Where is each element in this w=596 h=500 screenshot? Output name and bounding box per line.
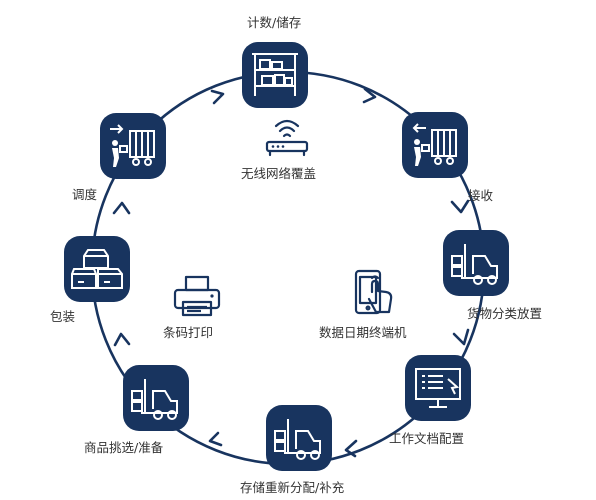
step-restock — [266, 405, 332, 471]
step-packing — [64, 236, 130, 302]
step-label-restock: 存储重新分配/补充 — [240, 480, 345, 495]
handheld-terminal-icon — [354, 269, 393, 315]
terminal-label: 数据日期终端机 — [319, 325, 407, 340]
truck-unloading-icon — [412, 123, 457, 166]
step-work-document — [405, 355, 471, 421]
step-label-sorting-placement: 货物分类放置 — [467, 306, 543, 321]
step-label-work-document: 工作文档配置 — [389, 431, 465, 446]
printer-label: 条码打印 — [163, 325, 214, 340]
printer-icon — [173, 275, 221, 317]
step-picking — [123, 365, 189, 431]
stacked-boxes-icon — [71, 249, 123, 289]
step-sorting-placement — [443, 230, 509, 296]
step-receiving — [402, 112, 468, 178]
flow-arrowhead — [344, 439, 358, 458]
forklift-icon — [274, 419, 321, 460]
flow-arrowhead — [113, 332, 131, 347]
flow-arrowhead — [452, 328, 470, 346]
warehouse-shelving-icon — [252, 53, 298, 96]
step-label-packing: 包装 — [50, 309, 76, 324]
step-counting-storage — [242, 42, 308, 108]
monitor-document-icon — [415, 368, 461, 408]
forklift-icon — [131, 379, 178, 420]
flow-arrowhead — [450, 199, 470, 214]
step-label-counting-storage: 计数/储存 — [247, 15, 302, 30]
flow-arrowhead — [208, 431, 223, 447]
step-label-dispatch: 调度 — [72, 187, 98, 202]
step-label-receiving: 接收 — [468, 188, 494, 203]
step-dispatch — [100, 113, 166, 179]
flow-arrowhead — [362, 87, 377, 104]
wifi-label: 无线网络覆盖 — [241, 166, 317, 181]
forklift-icon — [451, 244, 498, 285]
wifi-router-icon — [265, 119, 309, 157]
flow-arrowhead — [112, 201, 131, 215]
step-label-picking: 商品挑选/准备 — [84, 440, 164, 455]
flow-arrowhead — [210, 89, 225, 105]
truck-loading-icon — [110, 124, 155, 167]
